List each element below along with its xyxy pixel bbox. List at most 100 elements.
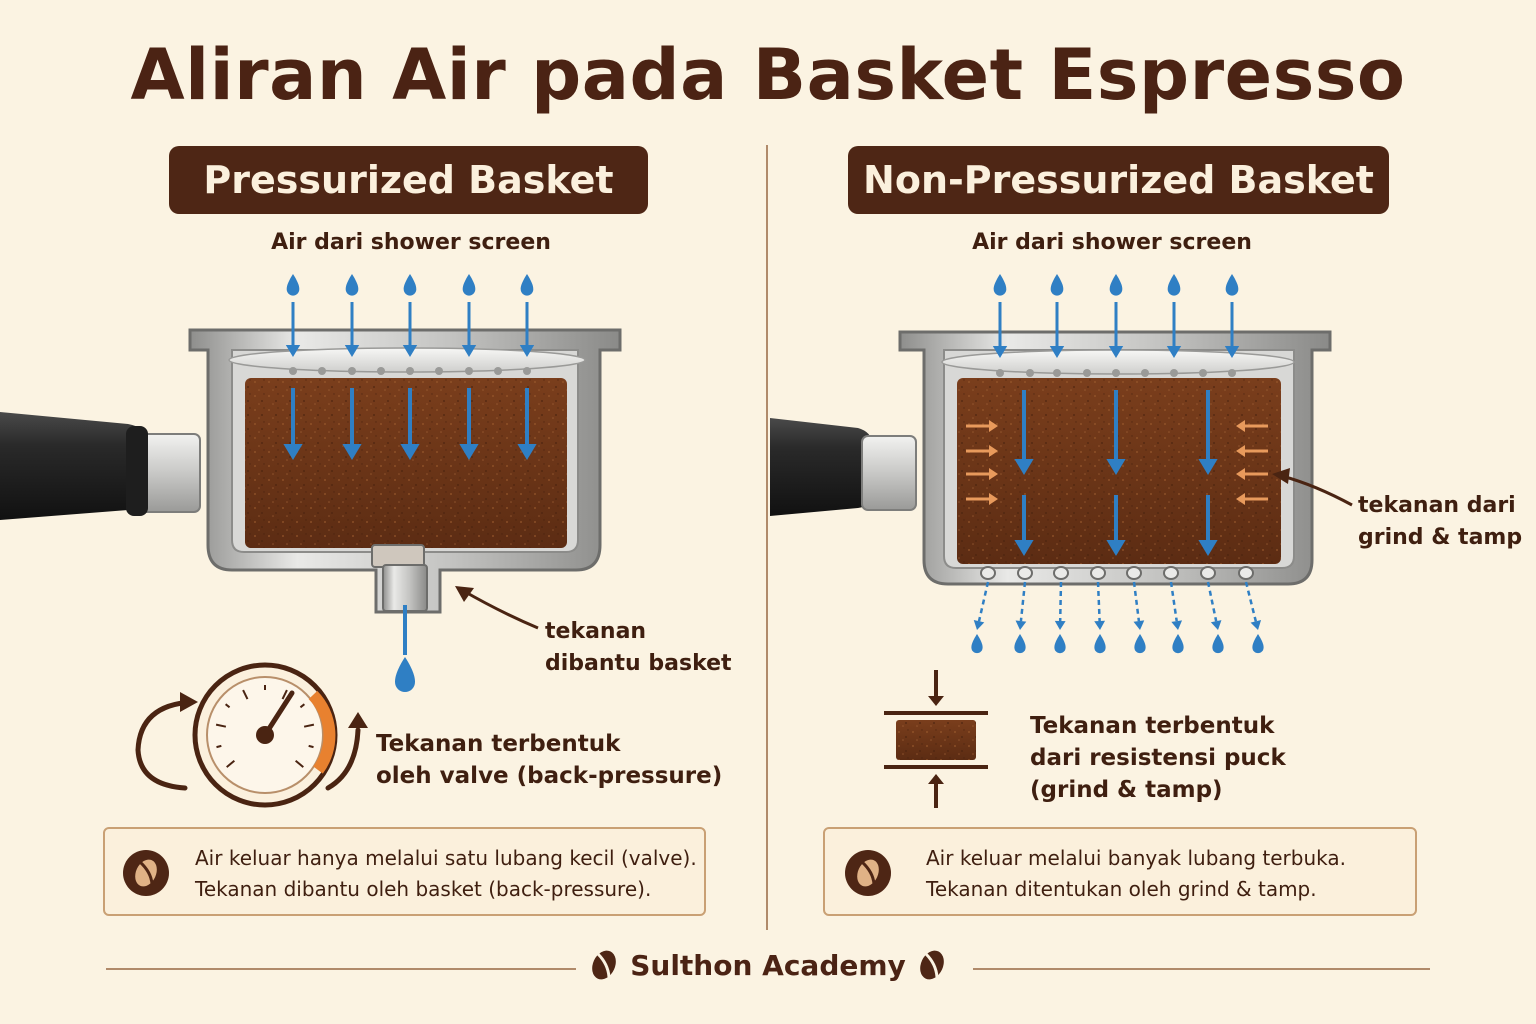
screen-hole	[1112, 369, 1120, 377]
water-flow-arrows	[283, 302, 537, 460]
exit-water-drops	[971, 581, 1264, 654]
screen-hole	[1228, 369, 1236, 377]
coffee-bean-icon	[592, 950, 616, 980]
right-pressure-annotation: tekanan dari grind & tamp	[1358, 493, 1523, 550]
water-drop-icon	[1094, 634, 1106, 654]
annotation-pointer-left	[461, 588, 539, 630]
flow-arrow-shaft	[1096, 581, 1101, 622]
flow-arrow-head	[1198, 459, 1218, 475]
flow-arrow-head	[1054, 620, 1066, 630]
flow-arrow-head	[1108, 346, 1124, 358]
puck-pressure-arrows	[966, 420, 1268, 505]
pressure-arrow-head	[989, 420, 998, 432]
shower-screen-holes	[289, 367, 531, 375]
flow-arrow-shaft	[1206, 581, 1218, 622]
left-info-box: Air keluar hanya melalui satu lubang kec…	[103, 827, 706, 916]
flow-arrow-head	[1210, 620, 1222, 630]
pressure-arrow-head	[1236, 493, 1245, 505]
water-drop-icon	[1109, 274, 1123, 296]
flow-arrow-head	[519, 345, 535, 357]
water-drop-icon	[1167, 274, 1181, 296]
screen-hole	[318, 367, 326, 375]
incoming-water-drops	[993, 274, 1239, 296]
outlet-hole	[1238, 566, 1254, 580]
basket-outlet-holes	[980, 566, 1254, 580]
water-drop-icon	[1172, 634, 1184, 654]
flow-arrow-head	[1198, 540, 1218, 556]
outlet-hole	[1163, 566, 1179, 580]
flow-arrow-head	[1171, 620, 1183, 630]
page-title: Aliran Air pada Basket Espresso	[130, 34, 1406, 116]
flow-arrow-head	[1015, 620, 1027, 630]
flow-arrow-head	[400, 444, 420, 460]
screen-hole	[494, 367, 502, 375]
pressure-arrow-head	[989, 468, 998, 480]
flow-arrow-head	[1014, 459, 1034, 475]
water-drop-icon	[403, 274, 417, 296]
water-drop-icon	[971, 634, 983, 654]
screen-hole	[1141, 369, 1149, 377]
right-pressure-caption: Tekanan terbentuk dari resistensi puck (…	[1030, 713, 1286, 803]
screen-hole	[377, 367, 385, 375]
coffee-bean-icon	[920, 950, 944, 980]
coffee-bean-icon	[845, 850, 891, 896]
screen-hole	[465, 367, 473, 375]
flow-arrow-head	[285, 345, 301, 357]
water-drop-icon	[345, 274, 359, 296]
water-drop-icon	[1014, 634, 1026, 654]
gauge-tick	[303, 723, 315, 728]
brand-name: Sulthon Academy	[630, 948, 906, 982]
flow-arrow-shaft	[1169, 581, 1178, 622]
screen-hole	[1053, 369, 1061, 377]
shower-screen-holes	[996, 369, 1236, 377]
water-flow-arrows	[992, 302, 1240, 556]
right-info-text: Air keluar melalui banyak lubang terbuka…	[926, 846, 1346, 901]
flow-arrow-head	[1094, 620, 1106, 630]
coffee-bean-icon	[123, 850, 169, 896]
water-drop-icon	[1134, 634, 1146, 654]
gauge-tick	[308, 744, 314, 749]
flow-arrow-head	[1133, 620, 1145, 630]
pressure-arrow-head	[989, 493, 998, 505]
pressure-gauge-icon	[192, 662, 338, 808]
pressurized-portafilter	[0, 328, 622, 655]
screen-hole	[1199, 369, 1207, 377]
flow-arrow-head	[1049, 346, 1065, 358]
flow-arrow-head	[1166, 346, 1182, 358]
water-drop-icon	[1054, 634, 1066, 654]
water-drop-icon	[462, 274, 476, 296]
pressure-arrow-head	[989, 445, 998, 457]
flow-arrow-head	[973, 620, 985, 630]
outlet-hole	[1090, 566, 1106, 580]
screen-hole	[435, 367, 443, 375]
gauge-tick	[215, 723, 227, 728]
flow-arrow-head	[344, 345, 360, 357]
pressure-arrow-head	[1236, 445, 1245, 457]
gauge-tick	[226, 759, 236, 768]
screen-hole	[1170, 369, 1178, 377]
flow-arrow-head	[517, 444, 537, 460]
flow-arrow-head	[1106, 459, 1126, 475]
flow-arrow-head	[461, 345, 477, 357]
pressure-arrow-head	[1236, 468, 1245, 480]
flow-arrow-shaft	[1058, 581, 1063, 622]
footer-brand: Sulthon Academy	[0, 948, 1536, 982]
flow-arrow-head	[283, 444, 303, 460]
water-drop-icon	[286, 274, 300, 296]
left-pressure-caption: Tekanan terbentuk oleh valve (back-press…	[376, 731, 723, 789]
flow-arrow-shaft	[1019, 581, 1027, 622]
flow-arrow-shaft	[1244, 581, 1258, 622]
right-info-box: Air keluar melalui banyak lubang terbuka…	[823, 827, 1417, 916]
cycle-arrow-icon	[135, 699, 361, 791]
gauge-tick	[224, 703, 231, 709]
non-pressurized-basket-heading: Non-Pressurized Basket	[848, 146, 1389, 214]
flow-arrow-head	[402, 345, 418, 357]
water-drop-icon	[1050, 274, 1064, 296]
non-pressurized-portafilter	[770, 330, 1332, 586]
water-drop-icon	[1225, 274, 1239, 296]
flow-arrow-head	[1106, 540, 1126, 556]
screen-hole	[406, 367, 414, 375]
left-info-text: Air keluar hanya melalui satu lubang kec…	[195, 846, 697, 901]
compress-arrows-icon	[884, 670, 988, 808]
